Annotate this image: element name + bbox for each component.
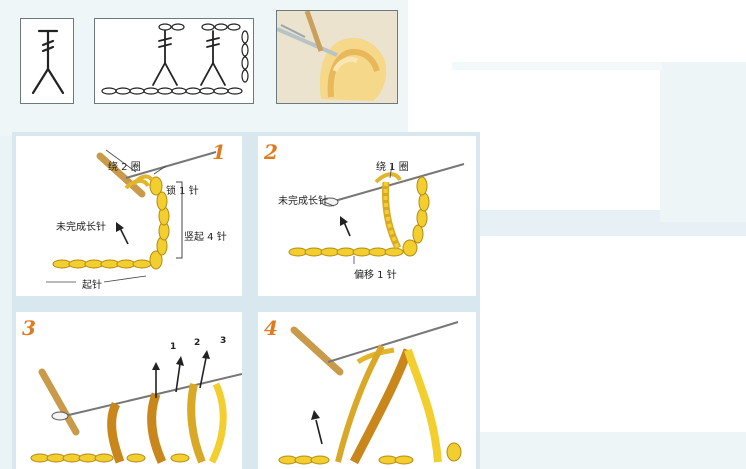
background-block: [452, 62, 662, 70]
stitch-symbol-box: [20, 18, 74, 104]
label-chain: 锁 1 针: [166, 182, 199, 197]
label-1: 1: [170, 342, 176, 352]
photo-swatch: [276, 10, 398, 104]
step-panel-2: 2 绕 1 圈 未完成长针 偏移 1 针: [258, 136, 476, 296]
panel-4-drawing: [258, 312, 476, 469]
label-wrap: 绕 2 圈: [108, 158, 141, 173]
stitch-symbol-icon: [21, 19, 75, 105]
label-2: 2: [194, 338, 200, 348]
label-unfinished: 未完成长针: [278, 192, 328, 207]
photo-swatch-drawing: [277, 11, 398, 104]
label-turning: 竖起 4 针: [184, 228, 227, 243]
background-strip-bottom: [476, 432, 746, 469]
step-number: 4: [264, 316, 278, 340]
label-offset: 偏移 1 针: [354, 266, 397, 281]
step-number: 1: [212, 140, 226, 164]
chart-symbol-icon: [95, 19, 255, 105]
step-number: 2: [264, 140, 278, 164]
panel-3-drawing: [16, 312, 242, 469]
step-panel-4: 4: [258, 312, 476, 469]
background-tint-left: [0, 136, 12, 469]
label-unfinished: 未完成长针: [56, 218, 106, 233]
step-number: 3: [22, 316, 36, 340]
label-3: 3: [220, 336, 226, 346]
label-wrap: 绕 1 圈: [376, 158, 409, 173]
step-panel-1: 1 绕 2 圈 锁 1 针 未完成长针 竖起 4 针 起针: [16, 136, 242, 296]
chart-symbol-box: [94, 18, 254, 104]
label-start: 起针: [82, 276, 102, 291]
background-strip-right: [660, 62, 746, 222]
step-panel-3: 3 1 2 3: [16, 312, 242, 469]
